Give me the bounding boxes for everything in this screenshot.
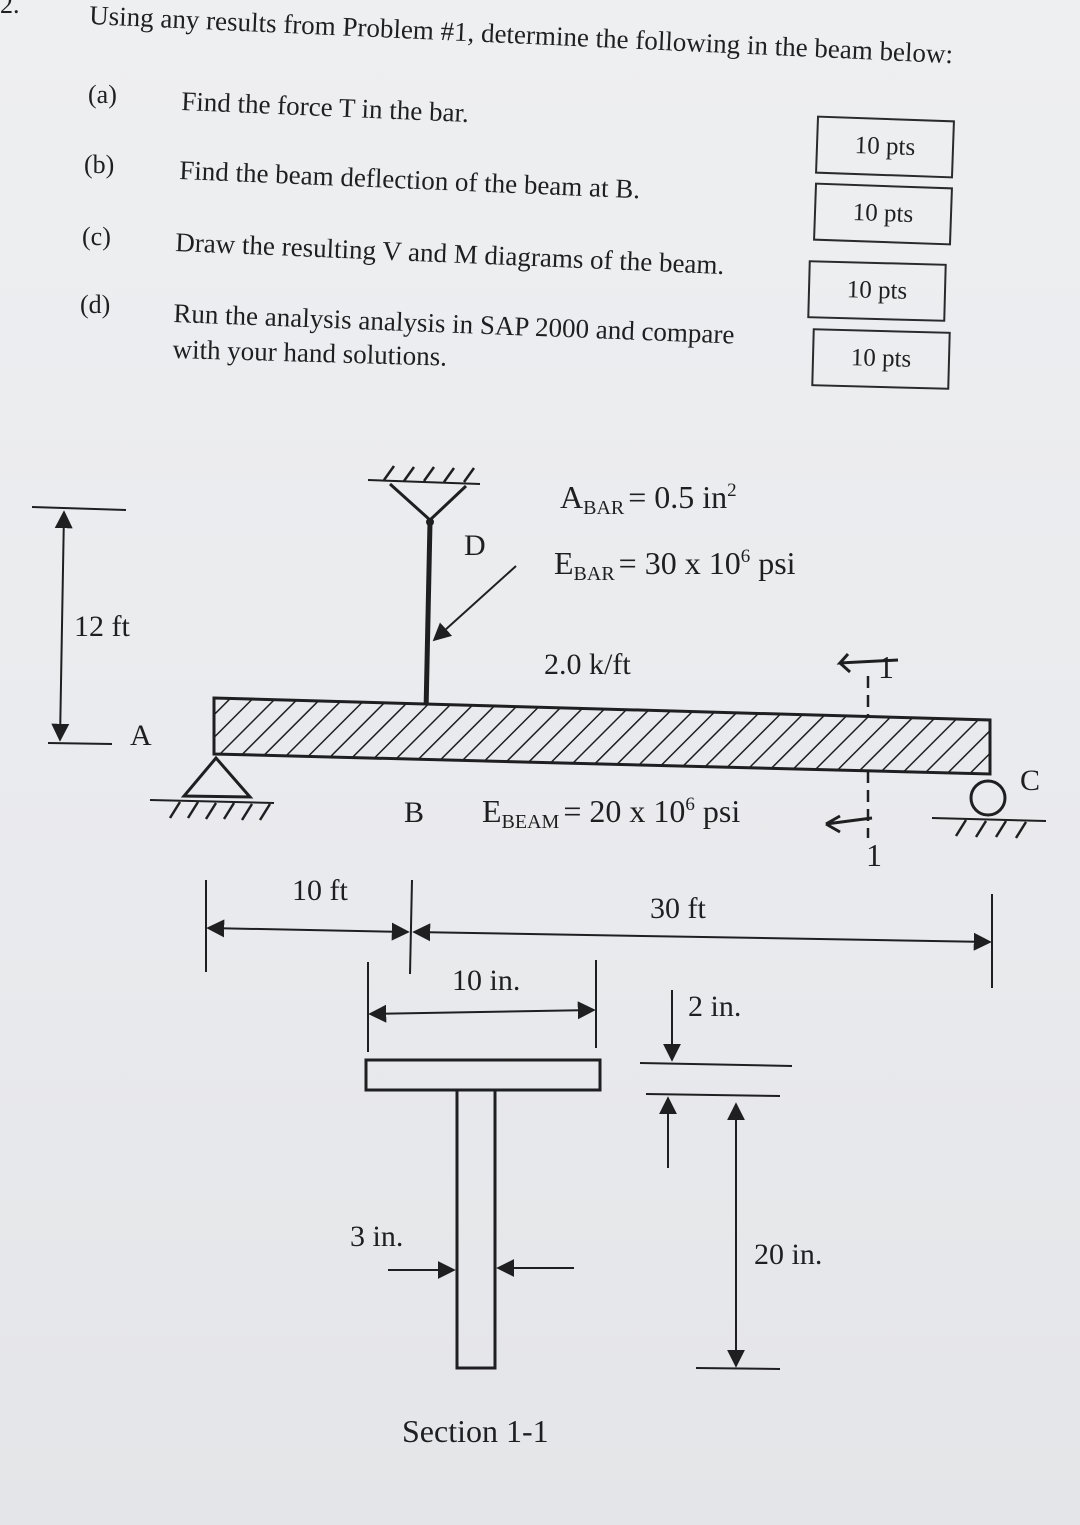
flange-width-label: 10 in.	[452, 964, 520, 997]
part-b-label: (b)	[84, 150, 115, 179]
label-b: B	[404, 796, 424, 829]
distributed-load-label: 2.0 k/ft	[544, 648, 631, 681]
depth-label: 20 in.	[754, 1238, 822, 1271]
height-dim-label: 12 ft	[74, 610, 130, 643]
section-title: Section 1-1	[402, 1413, 549, 1449]
label-a: A	[130, 719, 152, 752]
flange-thickness-label: 2 in.	[688, 990, 741, 1023]
bar-modulus-label: EBAR= 30 x 106 psi	[554, 545, 796, 585]
label-d: D	[464, 529, 486, 562]
part-a-label: (a)	[88, 80, 117, 109]
cut-label-top: 1	[878, 649, 894, 685]
beam	[212, 696, 992, 776]
span-left-label: 10 ft	[292, 874, 348, 907]
cut-label-bottom: 1	[866, 837, 882, 873]
part-c-label: (c)	[82, 222, 111, 251]
part-d-label: (d)	[80, 290, 111, 319]
span-right-label: 30 ft	[650, 892, 706, 925]
bar-area-label: ABAR= 0.5 in2	[560, 479, 737, 519]
beam-modulus-label: EBEAM= 20 x 106 psi	[482, 793, 740, 833]
question-number: 2.	[0, 0, 20, 19]
label-c: C	[1020, 764, 1040, 797]
web-thickness-label: 3 in.	[350, 1220, 403, 1253]
